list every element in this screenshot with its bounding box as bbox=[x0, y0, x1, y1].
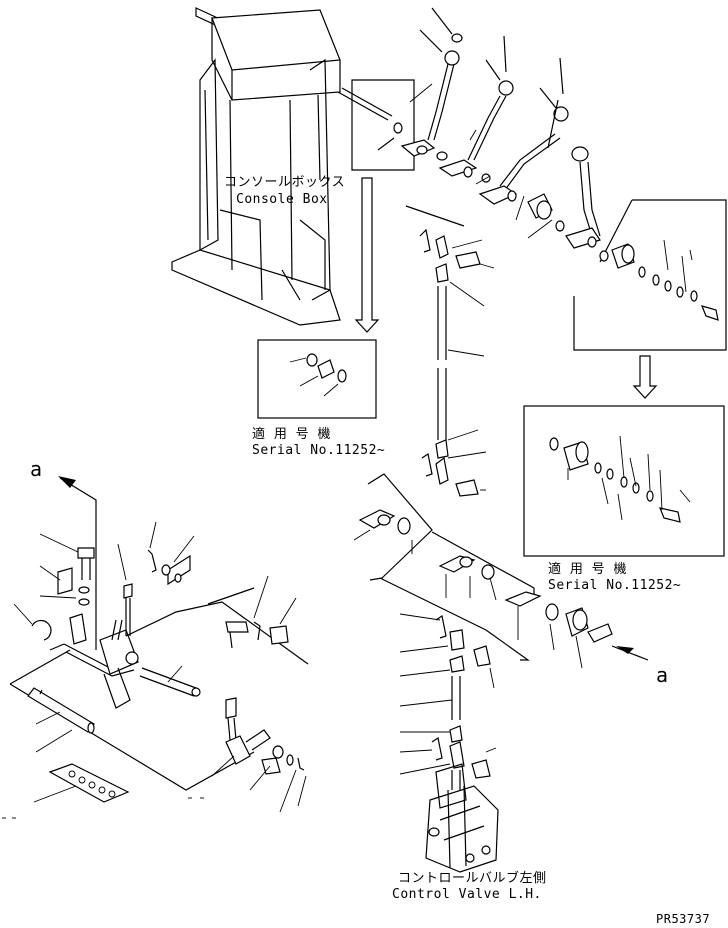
control-valve-label-jp: コントロールバルブ左側 bbox=[398, 871, 547, 886]
bellcrank-group bbox=[353, 473, 649, 669]
control-valve bbox=[425, 763, 499, 873]
serial-right-label-jp: 適 用 号 機 bbox=[548, 562, 627, 577]
serial-right-label-en: Serial No.11252~ bbox=[548, 578, 682, 593]
reference-a-right: a bbox=[656, 663, 669, 687]
rod-assembly bbox=[405, 205, 495, 497]
serial-inset-right bbox=[523, 405, 725, 557]
lever-set bbox=[400, 7, 601, 249]
leader-lines bbox=[409, 83, 553, 239]
console-box-label-en: Console Box bbox=[236, 192, 328, 207]
arrow-down-left bbox=[354, 177, 380, 333]
part-number: PR53737 bbox=[656, 912, 711, 926]
reference-a-top: a bbox=[30, 457, 43, 481]
serial-left-label-jp: 適 用 号 機 bbox=[252, 427, 331, 442]
console-box-label-jp: コンソールボックス bbox=[224, 175, 346, 190]
control-valve-label-en: Control Valve L.H. bbox=[392, 887, 542, 902]
inset-frame-right bbox=[573, 199, 727, 351]
inset-frame bbox=[351, 79, 415, 171]
right-hardware bbox=[599, 239, 719, 321]
arrow-down-right bbox=[632, 355, 658, 399]
serial-left-label-en: Serial No.11252~ bbox=[252, 443, 386, 458]
left-assembly bbox=[2, 476, 309, 819]
console-box bbox=[171, 7, 403, 326]
lower-rod bbox=[399, 613, 497, 779]
serial-inset-left bbox=[257, 339, 377, 419]
